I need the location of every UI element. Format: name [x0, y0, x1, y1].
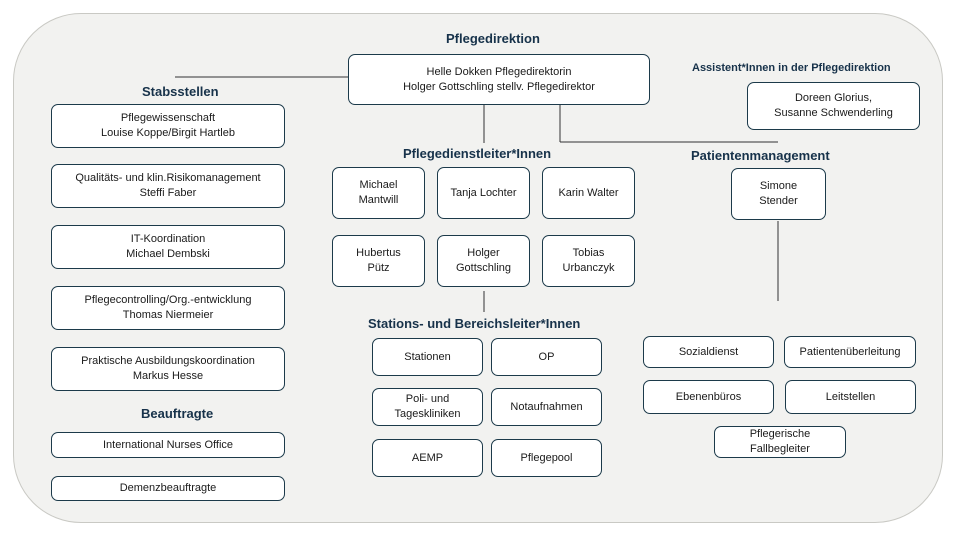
bereich-box: OP: [491, 338, 602, 376]
pm-unit-line1: Leitstellen: [825, 390, 876, 403]
lead-line2: Stender: [759, 195, 798, 207]
assistenz-line1: Doreen Glorius,: [794, 92, 873, 104]
pdl-box: Tobias Urbanczyk: [542, 235, 635, 287]
pdl-box: Michael Mantwill: [332, 167, 425, 219]
bereich-box: Stationen: [372, 338, 483, 376]
pdl-box: Tanja Lochter: [437, 167, 530, 219]
bereich-box: Notaufnahmen: [491, 388, 602, 426]
bereich-line2: Tageskliniken: [394, 408, 461, 420]
bereich-line1: Notaufnahmen: [510, 400, 583, 413]
bereich-line1: AEMP: [411, 451, 444, 464]
pdl-line1: Karin Walter: [558, 186, 619, 199]
pm-unit-box: Sozialdienst: [643, 336, 774, 368]
pm-unit-line2: Fallbegleiter: [750, 443, 810, 455]
pm-unit-box: Pflegerische Fallbegleiter: [714, 426, 846, 458]
pm-unit-box: Ebenenbüros: [643, 380, 774, 414]
stabsstelle-box: IT-Koordination Michael Dembski: [51, 225, 285, 269]
stabsstelle-line1: Qualitäts- und klin.Risikomanagement: [75, 172, 261, 184]
beauftragte-label: International Nurses Office: [102, 438, 234, 451]
header-stabsstellen: Stabsstellen: [142, 84, 219, 99]
pdl-box: Holger Gottschling: [437, 235, 530, 287]
pdl-line1: Tanja Lochter: [450, 186, 517, 199]
beauftragte-box: Demenzbeauftragte: [51, 476, 285, 501]
stabsstelle-line2: Thomas Niermeier: [122, 309, 214, 321]
pm-unit-line1: Pflegerische: [749, 428, 811, 440]
stabsstelle-line2: Steffi Faber: [139, 187, 197, 199]
pdl-line1: Michael: [359, 179, 398, 191]
patientenmanagement-lead-box: Simone Stender: [731, 168, 826, 220]
pm-unit-box: Patientenüberleitung: [784, 336, 916, 368]
direktion-line1: Helle Dokken Pflegedirektorin: [426, 65, 572, 78]
pdl-line1: Holger: [467, 247, 500, 259]
pdl-box: Hubertus Pütz: [332, 235, 425, 287]
pdl-box: Karin Walter: [542, 167, 635, 219]
pdl-line2: Mantwill: [358, 194, 399, 206]
header-beauftragte: Beauftragte: [141, 406, 214, 421]
bereich-line1: OP: [538, 350, 555, 363]
bereich-line1: Poli- und: [405, 393, 450, 405]
stabsstelle-line1: Praktische Ausbildungskoordination: [81, 355, 255, 367]
stabsstelle-line1: Pflegecontrolling/Org.-entwicklung: [84, 294, 252, 306]
beauftragte-label: Demenzbeauftragte: [119, 482, 217, 494]
stabsstelle-line2: Markus Hesse: [132, 370, 204, 382]
pm-unit-box: Leitstellen: [785, 380, 916, 414]
stabsstelle-line2: Louise Koppe/Birgit Hartleb: [101, 127, 235, 139]
stabsstelle-box: Qualitäts- und klin.Risikomanagement Ste…: [51, 164, 285, 208]
direktion-box: Helle Dokken Pflegedirektorin Holger Got…: [348, 54, 650, 105]
assistenz-line2: Susanne Schwenderling: [774, 107, 893, 119]
beauftragte-box: International Nurses Office: [51, 432, 285, 458]
stabsstelle-box: Pflegecontrolling/Org.-entwicklung Thoma…: [51, 286, 285, 330]
header-pflegedirektion: Pflegedirektion: [446, 31, 540, 46]
stabsstelle-line1: IT-Koordination: [130, 233, 206, 245]
pdl-line2: Urbanczyk: [562, 262, 615, 274]
stabsstelle-line2: Michael Dembski: [126, 248, 210, 260]
pdl-line2: Pütz: [367, 262, 390, 274]
header-stationsleiter: Stations- und Bereichsleiter*Innen: [368, 316, 581, 331]
pm-unit-line1: Ebenenbüros: [675, 390, 742, 403]
stabsstelle-box: Praktische Ausbildungskoordination Marku…: [51, 347, 285, 391]
stabsstelle-box: Pflegewissenschaft Louise Koppe/Birgit H…: [51, 104, 285, 148]
bereich-box: AEMP: [372, 439, 483, 477]
header-patientenmanagement: Patientenmanagement: [691, 148, 830, 163]
direktion-line2: Holger Gottschling stellv. Pflegedirekto…: [403, 80, 595, 93]
header-assistenz: Assistent*Innen in der Pflegedirektion: [692, 62, 891, 74]
stabsstelle-line1: Pflegewissenschaft: [120, 112, 216, 124]
header-pflegedienstleiter: Pflegedienstleiter*Innen: [403, 146, 552, 161]
lead-line1: Simone: [759, 180, 798, 192]
pdl-line1: Hubertus: [356, 247, 401, 259]
bereich-line1: Pflegepool: [520, 451, 573, 464]
assistenz-box: Doreen Glorius, Susanne Schwenderling: [747, 82, 920, 130]
pm-unit-line1: Sozialdienst: [678, 345, 739, 358]
bereich-box: Pflegepool: [491, 439, 602, 477]
bereich-line1: Stationen: [404, 350, 451, 363]
bereich-box: Poli- und Tageskliniken: [372, 388, 483, 426]
pdl-line2: Gottschling: [455, 262, 512, 274]
pm-unit-line1: Patientenüberleitung: [799, 345, 901, 358]
pdl-line1: Tobias: [572, 247, 605, 259]
